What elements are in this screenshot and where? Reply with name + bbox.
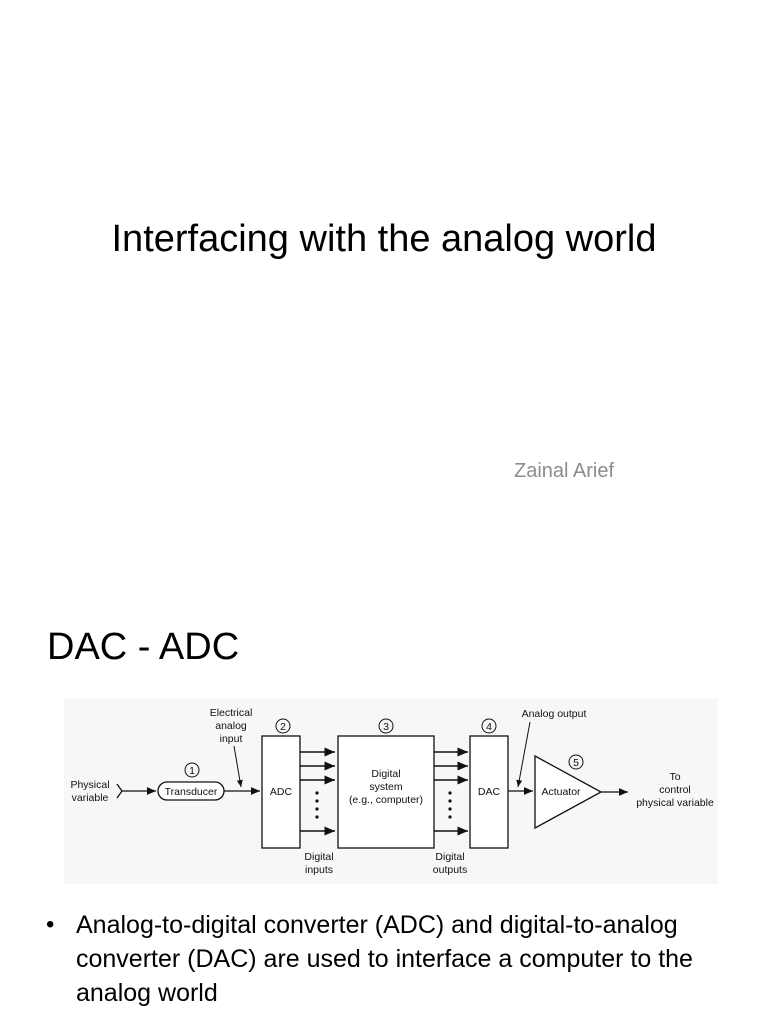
- digital-outputs-label-2: outputs: [433, 864, 467, 876]
- slide-title: Interfacing with the analog world: [111, 218, 657, 260]
- electrical-analog-input-label-3: input: [220, 733, 243, 745]
- to-control-label-1: To: [669, 771, 680, 783]
- dac-block: [469, 735, 509, 849]
- electrical-analog-input-label-2: analog: [215, 720, 247, 732]
- physical-variable-label-2: variable: [72, 792, 109, 804]
- bullet-marker: •: [46, 911, 55, 938]
- step-number-5: 5: [573, 757, 579, 769]
- dac-label: DAC: [478, 786, 501, 798]
- analog-output-label: Analog output: [522, 708, 587, 720]
- transducer-label: Transducer: [165, 786, 218, 798]
- step-number-3: 3: [383, 721, 389, 733]
- digital-outputs-label-1: Digital: [435, 851, 464, 863]
- step-number-1: 1: [189, 765, 195, 777]
- to-control-label-2: control: [659, 784, 691, 796]
- actuator-label: Actuator: [541, 786, 581, 798]
- digital-system-label-3: (e.g., computer): [349, 794, 423, 806]
- step-number-4: 4: [486, 721, 492, 733]
- input-chevron-icon: [116, 783, 123, 799]
- electrical-analog-input-label-1: Electrical: [210, 707, 253, 719]
- digital-inputs-label-1: Digital: [304, 851, 333, 863]
- actuator-block: [534, 754, 603, 830]
- digital-inputs-label-2: inputs: [305, 864, 333, 876]
- slide-heading: DAC - ADC: [47, 626, 240, 668]
- digital-system-block: [337, 735, 435, 849]
- adc-label: ADC: [270, 786, 293, 798]
- bullet-item: • Analog-to-digital converter (ADC) and …: [46, 908, 746, 1010]
- bullet-text: Analog-to-digital converter (ADC) and di…: [76, 911, 693, 1007]
- digital-system-label-2: system: [369, 781, 403, 793]
- physical-variable-label-1: Physical: [70, 779, 109, 791]
- adc-block: [261, 735, 301, 849]
- step-number-2: 2: [280, 721, 286, 733]
- digital-system-label-1: Digital: [371, 768, 400, 780]
- to-control-label-3: physical variable: [636, 797, 714, 809]
- slide-author: Zainal Arief: [514, 460, 615, 482]
- interfacing-diagram: Physical variable Transducer 1 Electrica…: [64, 698, 718, 884]
